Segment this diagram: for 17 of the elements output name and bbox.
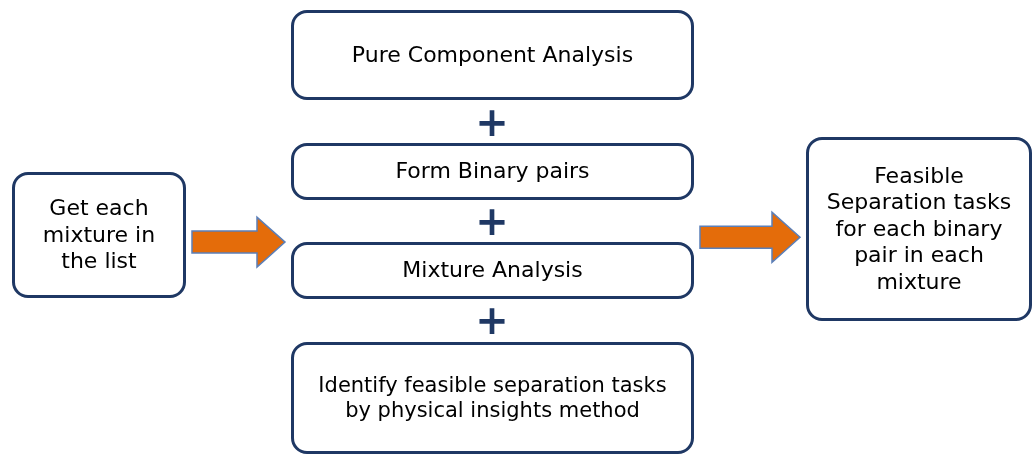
block-arrow	[191, 215, 287, 269]
box-label: Identify feasible separation tasks by physical insights method	[317, 372, 668, 424]
process-box	[291, 10, 694, 100]
box-label: Feasible Separation tasks for each binary pair in each mixture	[825, 163, 1013, 295]
process-box	[806, 137, 1032, 321]
box-label: Pure Component Analysis	[351, 41, 634, 69]
box-label: Form Binary pairs	[395, 158, 590, 185]
process-box	[291, 143, 694, 200]
process-box	[291, 242, 694, 299]
plus-sign: +	[475, 201, 509, 241]
plus-sign: +	[475, 300, 509, 340]
plus-sign: +	[475, 102, 509, 142]
process-box	[291, 342, 694, 454]
box-label: Get each mixture in the list	[41, 195, 157, 275]
box-label: Mixture Analysis	[402, 257, 583, 284]
block-arrow	[699, 210, 802, 264]
process-box	[12, 172, 186, 298]
